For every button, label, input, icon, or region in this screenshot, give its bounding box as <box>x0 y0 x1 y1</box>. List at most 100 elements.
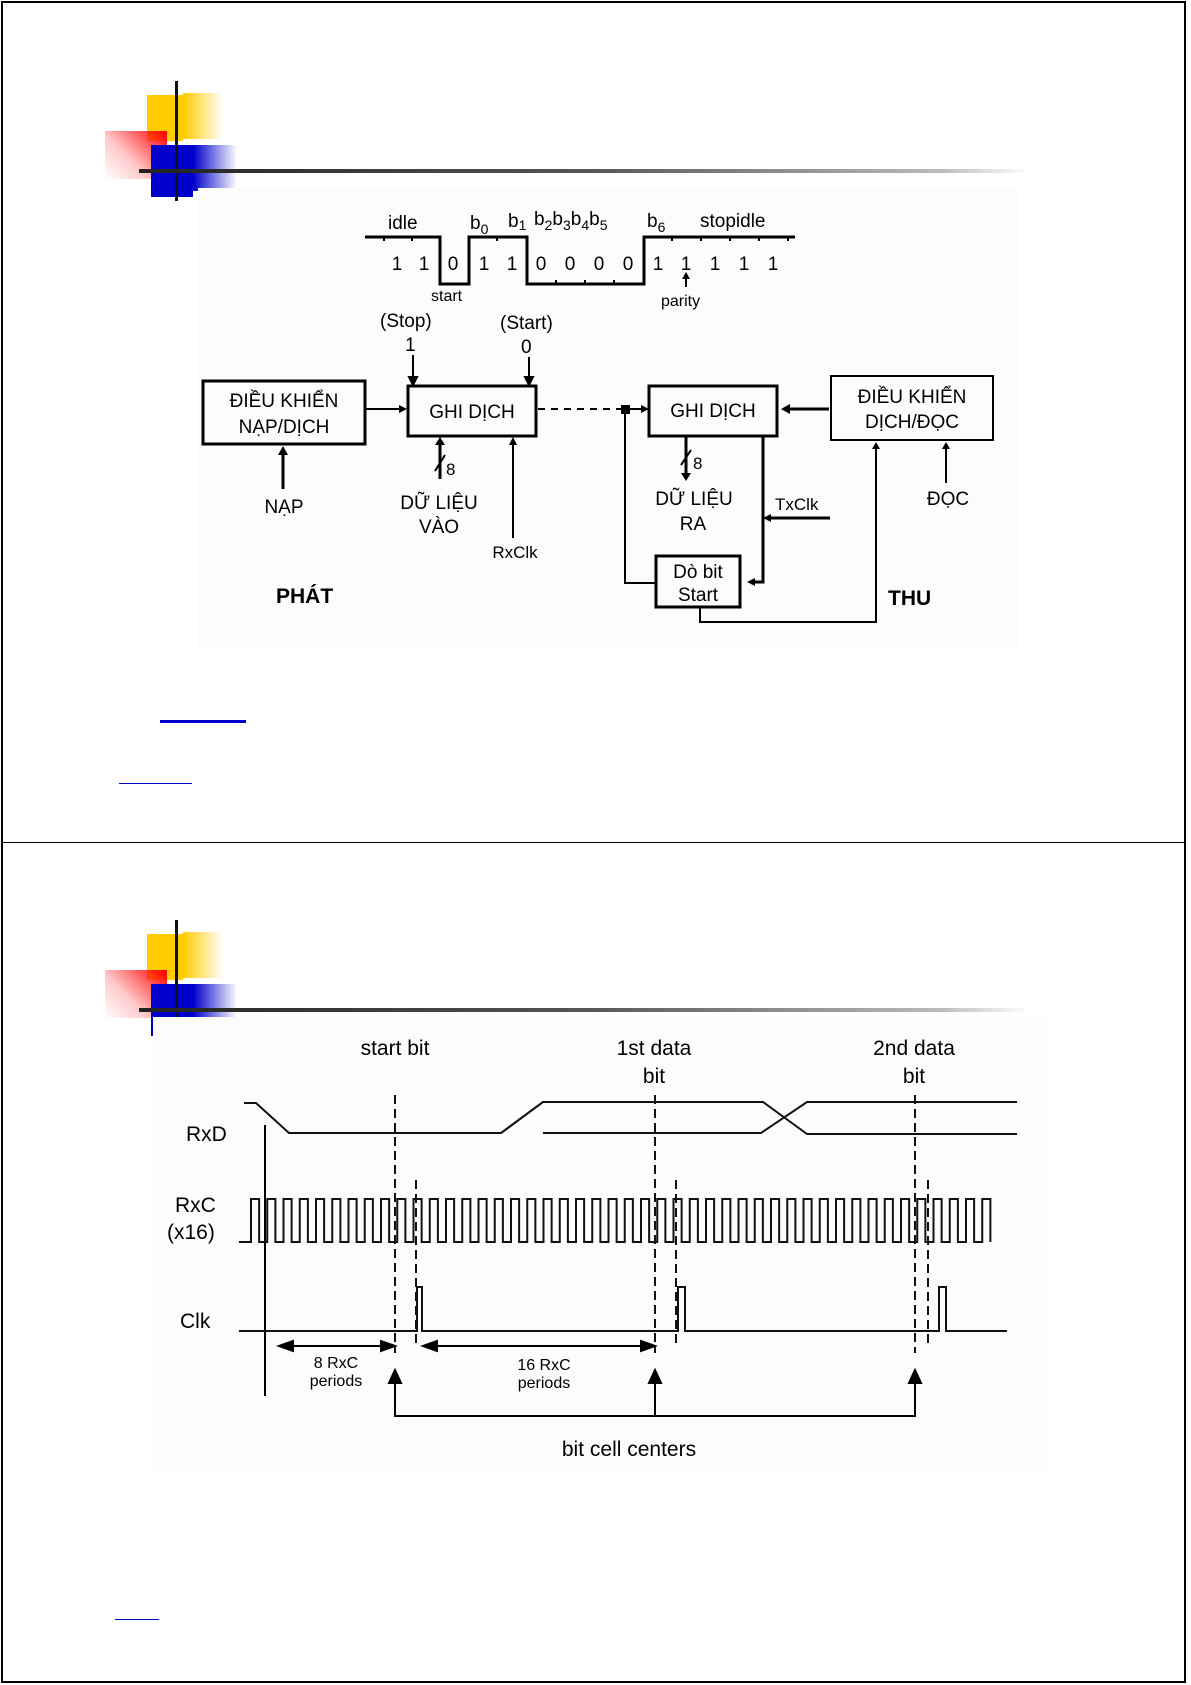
slide-uart-timing: start bit 1st data bit 2nd data bit RxD … <box>1 843 1186 1683</box>
bus-slash <box>434 454 446 472</box>
label-b2-b5: b2b3b4b5 <box>534 209 608 233</box>
label-rxc-x16: (x16) <box>167 1221 215 1244</box>
data-in-line1: DỮ LIỆU <box>400 492 477 514</box>
label-start: start <box>431 288 463 305</box>
detector-line1: Dò bit <box>673 562 723 583</box>
data-out-line2: RA <box>680 514 707 535</box>
clk-signal <box>239 1286 1007 1332</box>
rxc-waveform <box>239 1198 992 1243</box>
tx-control-box <box>201 379 367 446</box>
span-16-line1: 16 RxC <box>517 1357 570 1374</box>
arrow-head <box>681 473 691 481</box>
bit-value: 1 <box>739 254 750 275</box>
bit-value: 0 <box>448 254 459 275</box>
period-dimension-arrows <box>276 1339 658 1353</box>
arrow-head <box>278 446 288 455</box>
bit-value: 1 <box>710 254 721 275</box>
logo-yellow-gradient <box>183 932 223 978</box>
label-1st-data-bit: bit <box>643 1065 665 1088</box>
diagram-background <box>153 1017 1048 1472</box>
arrow-head <box>872 442 880 449</box>
parity-arrow-head <box>682 272 690 279</box>
label-receive: THU <box>888 587 931 610</box>
title-underline <box>139 169 1029 173</box>
rx-bus-width: 8 <box>693 454 702 473</box>
bit-value: 1 <box>653 254 664 275</box>
label-txclk: TxClk <box>775 495 819 514</box>
label-stop: (Stop) <box>380 311 432 332</box>
bit-value: 0 <box>536 254 547 275</box>
bit-value: 1 <box>479 254 490 275</box>
detector-to-control <box>699 444 877 623</box>
label-bit-cell-centers: bit cell centers <box>562 1438 696 1461</box>
bit-value: 0 <box>594 254 605 275</box>
arrow-head <box>763 514 771 522</box>
label-start-bit: start bit <box>361 1037 430 1060</box>
start-bit-detector <box>654 554 742 609</box>
hyperlink-underline[interactable] <box>160 720 246 723</box>
bit-center-arrows <box>387 1367 923 1417</box>
rx-shift-register <box>647 384 779 438</box>
arrow-head <box>435 437 445 445</box>
rxc-clock-signal <box>239 1198 992 1243</box>
bit-value: 1 <box>681 254 692 275</box>
label-2nd-data-bit: bit <box>903 1065 925 1088</box>
arrow-head <box>747 578 755 586</box>
bit-value: 0 <box>623 254 634 275</box>
span-16-line2: periods <box>518 1375 570 1392</box>
sample-dashed-lines <box>394 1095 929 1353</box>
hyperlink-underline[interactable] <box>119 783 192 784</box>
bus-slash <box>680 449 692 466</box>
span-8-line1: 8 RxC <box>314 1355 358 1372</box>
tx-shift-register <box>406 384 538 438</box>
register-to-detector <box>752 436 765 584</box>
label-rxd: RxD <box>186 1123 227 1146</box>
arrow-head <box>781 404 790 414</box>
logo-vertical-line <box>175 920 178 1040</box>
tx-control-line1: ĐIỀU KHIỂN <box>230 390 339 412</box>
diagram-background <box>198 188 1018 648</box>
hyperlink-underline[interactable] <box>115 1619 159 1620</box>
label-transmit: PHÁT <box>276 585 333 608</box>
label-start-paren: (Start) <box>500 313 553 334</box>
label-idle: idle <box>388 213 418 234</box>
label-1st-data: 1st data <box>617 1037 692 1060</box>
label-stop-value: 1 <box>405 335 416 356</box>
label-parity: parity <box>661 293 700 310</box>
label-stop-idle: stopidle <box>700 211 766 232</box>
tx-control-line2: NẠP/DỊCH <box>239 417 330 438</box>
bit-value: 0 <box>565 254 576 275</box>
label-b1: b1 <box>508 211 527 233</box>
rx-shift-register-label: GHI DỊCH <box>670 401 756 422</box>
logo-yellow-gradient <box>183 93 223 139</box>
arrow-head <box>399 405 407 413</box>
label-read: ĐỌC <box>927 489 969 510</box>
span-8-line2: periods <box>310 1373 362 1390</box>
bit-value: 1 <box>419 254 430 275</box>
label-clk: Clk <box>180 1310 211 1333</box>
uart-timing-diagram: start bit 1st data bit 2nd data bit RxD … <box>153 1017 1048 1472</box>
detector-to-junction <box>624 409 656 584</box>
rx-control-line1: ĐIỀU KHIỂN <box>858 386 967 408</box>
rxd-signal <box>244 1101 1017 1135</box>
tx-shift-register-label: GHI DỊCH <box>429 402 515 423</box>
label-rxc: RxC <box>175 1194 216 1217</box>
arrow-head <box>942 442 950 449</box>
slide-logo <box>105 81 1029 201</box>
tx-input-arrows <box>407 355 535 388</box>
logo-vertical-line <box>175 81 178 201</box>
label-2nd-data: 2nd data <box>873 1037 955 1060</box>
label-rxclk: RxClk <box>492 543 538 562</box>
label-load: NẠP <box>264 497 303 518</box>
logo-blue-gradient <box>193 145 237 191</box>
serial-waveform <box>365 235 795 286</box>
bit-value: 1 <box>768 254 779 275</box>
data-in-line2: VÀO <box>419 517 459 538</box>
data-out-line1: DỮ LIỆU <box>655 488 732 510</box>
arrow-head <box>509 437 517 445</box>
tx-bus-width: 8 <box>446 460 455 479</box>
bit-value: 1 <box>507 254 518 275</box>
